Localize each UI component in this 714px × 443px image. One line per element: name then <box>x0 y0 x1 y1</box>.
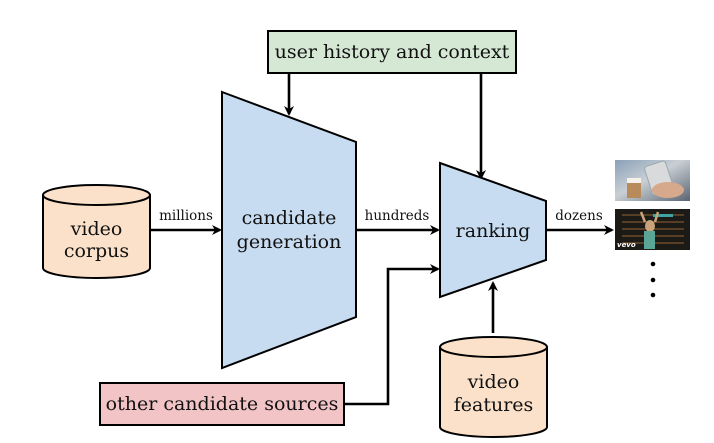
video-corpus-node: video corpus <box>42 184 151 279</box>
user-history-label: user history and context <box>275 41 510 63</box>
other-sources-label: other candidate sources <box>106 393 339 415</box>
edge-label-dozens: dozens <box>555 208 603 224</box>
output-thumbnail-2: vevo <box>615 209 690 250</box>
edge-label-hundreds: hundreds <box>365 208 430 224</box>
edge-label-millions: millions <box>159 208 213 224</box>
video-corpus-label-line1: video <box>70 218 123 240</box>
candidate-generation-node: candidate generation <box>221 90 357 370</box>
ranking-label: ranking <box>456 220 531 242</box>
arrow-other-sources-to-ranking <box>344 264 440 406</box>
candidate-generation-label-line2: generation <box>237 231 342 253</box>
more-results-ellipsis <box>650 261 656 298</box>
video-features-label-line2: features <box>454 394 534 416</box>
video-features-label-line1: video <box>467 371 520 393</box>
output-thumbnail-1 <box>615 160 690 201</box>
other-sources-node: other candidate sources <box>99 382 345 426</box>
candidate-generation-label-line1: candidate <box>242 207 337 229</box>
vevo-watermark: vevo <box>617 241 636 249</box>
user-history-node: user history and context <box>267 30 517 74</box>
ranking-node: ranking <box>439 161 547 299</box>
video-corpus-label-line2: corpus <box>64 240 129 262</box>
video-features-node: video features <box>439 336 548 438</box>
